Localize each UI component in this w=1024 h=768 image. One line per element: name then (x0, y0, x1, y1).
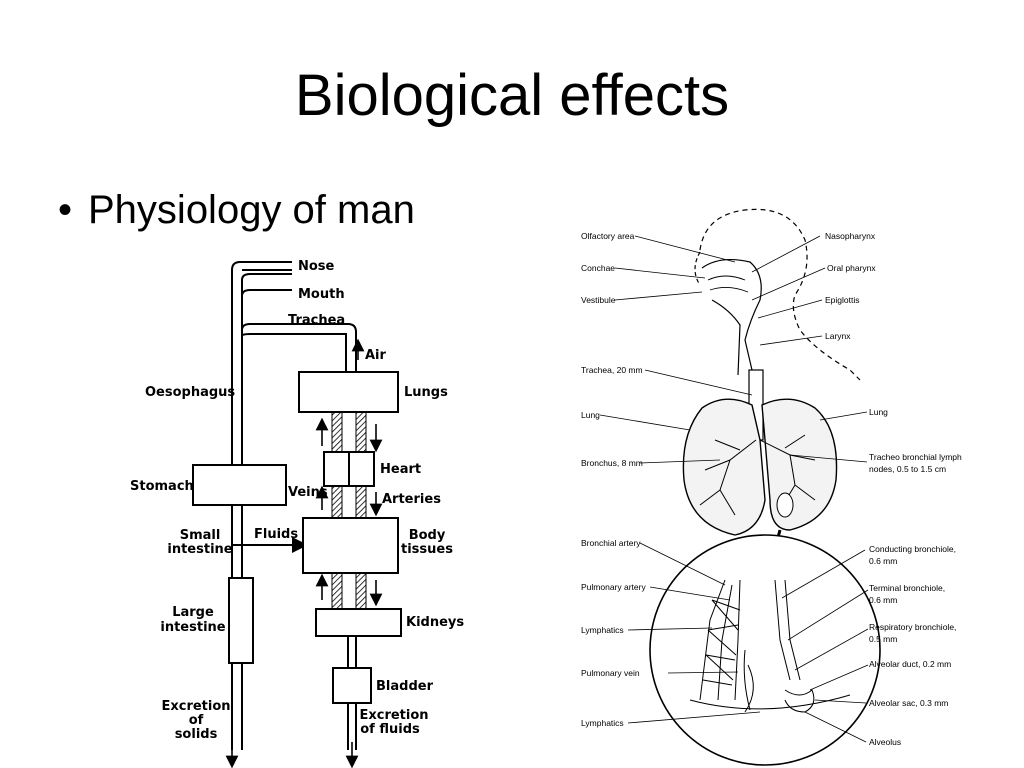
bladder-box (332, 667, 372, 704)
respiratory-anatomy-diagram (649, 208, 881, 766)
large-intestine-box (228, 577, 254, 664)
body-tissues-label-2: tissues (401, 542, 453, 557)
lymph-nodes-label-1: Tracheo bronchial lymph (869, 452, 962, 462)
body-tissues-box (302, 517, 399, 574)
conchae-label: Conchae (581, 263, 615, 273)
excretion-fluids-label-1: Excretion (359, 708, 428, 723)
conchae-shape (707, 275, 749, 293)
bladder-label: Bladder (376, 679, 434, 694)
alveolar-duct-label: Alveolar duct, 0.2 mm (869, 659, 951, 669)
larynx-label: Larynx (825, 331, 851, 341)
lungs-label: Lungs (404, 385, 448, 400)
flow-arrows (225, 338, 383, 768)
pulmonary-vein-label: Pulmonary vein (581, 668, 640, 678)
oesophagus-label: Oesophagus (145, 385, 235, 400)
nose-label: Nose (298, 259, 335, 274)
terminal-bronchiole-label-2: 0.6 mm (869, 595, 897, 605)
head-outline (699, 208, 861, 381)
lymph-nodes-label-2: nodes, 0.5 to 1.5 cm (869, 464, 946, 474)
epiglottis-label: Epiglottis (825, 295, 860, 305)
bullet-text: Physiology of man (88, 188, 415, 232)
small-intestine-label-1: Small (180, 528, 221, 543)
blood-vessels (331, 411, 367, 610)
terminal-bronchiole-label-1: Terminal bronchiole, (869, 583, 945, 593)
conducting-bronchiole-label-2: 0.6 mm (869, 556, 897, 566)
respiratory-bronchiole-label-1: Respiratory bronchiole, (869, 622, 956, 632)
lung-right-label: Lung (869, 407, 888, 417)
oral-pharynx-label: Oral pharynx (827, 263, 876, 273)
excretion-fluids-label-2: of fluids (360, 722, 420, 737)
bullet-marker: • (58, 188, 73, 232)
large-intestine-label-2: intestine (160, 620, 225, 635)
lungs-box (298, 371, 399, 413)
nasal-cavity (701, 258, 762, 376)
alveolus-label: Alveolus (869, 737, 901, 747)
veins-label: Veins (288, 485, 328, 500)
magnified-view-circle (649, 534, 881, 766)
trachea-label: Trachea (288, 313, 345, 328)
air-label: Air (365, 348, 387, 363)
stomach-label: Stomach (130, 479, 194, 494)
trachea-size-label: Trachea, 20 mm (581, 365, 643, 375)
bronchial-artery-label: Bronchial artery (581, 538, 641, 548)
trachea-outer (241, 323, 357, 372)
small-intestine-label-2: intestine (167, 542, 232, 557)
excretion-solids-label-2: of (189, 713, 204, 728)
pulmonary-artery-label: Pulmonary artery (581, 582, 646, 592)
conducting-bronchiole-label-1: Conducting bronchiole, (869, 544, 956, 554)
large-intestine-label-1: Large (172, 605, 214, 620)
heart-label: Heart (380, 462, 421, 477)
arteries-label: Arteries (382, 492, 441, 507)
capillary-network (699, 579, 754, 713)
mouth-label: Mouth (298, 287, 345, 302)
stomach-box (192, 464, 287, 506)
excretion-solids-label-1: Excretion (161, 699, 230, 714)
nose-outline (694, 251, 701, 286)
olfactory-area-label: Olfactory area (581, 231, 635, 241)
organ-boxes (192, 371, 402, 704)
lung-left-label: Lung (581, 410, 600, 420)
kidneys-box (315, 608, 402, 637)
slide-title: Biological effects (294, 63, 730, 128)
bullet-item: • Physiology of man (58, 188, 415, 233)
lymphatics-label-2: Lymphatics (581, 718, 624, 728)
oesophagus-inner-tube (241, 289, 292, 465)
anatomy-labels: Olfactory area Conchae Vestibule Trachea… (581, 231, 962, 747)
bronchus-label: Bronchus, 8 mm (581, 458, 643, 468)
kidneys-label: Kidneys (406, 615, 464, 630)
lymphatics-label-1: Lymphatics (581, 625, 624, 635)
nasopharynx-label: Nasopharynx (825, 231, 876, 241)
oesophagus-outer-tube (231, 261, 292, 750)
excretion-solids-label-3: solids (175, 727, 218, 742)
respiratory-bronchiole-label-2: 0.5 mm (869, 634, 897, 644)
vestibule-label: Vestibule (581, 295, 616, 305)
fluids-label: Fluids (254, 527, 298, 542)
alveolar-sac-label: Alveolar sac, 0.3 mm (869, 698, 948, 708)
left-lung-shape (682, 398, 766, 536)
pleura-line (689, 694, 851, 710)
trachea-inner (241, 333, 347, 372)
flow-labels: Nose Mouth Trachea Air Oesophagus Lungs … (130, 259, 464, 742)
anatomy-leader-lines (599, 235, 869, 743)
lymph-node-shape (776, 492, 794, 518)
bronchiole-tube (774, 579, 815, 713)
body-tissues-label-1: Body (409, 528, 446, 543)
